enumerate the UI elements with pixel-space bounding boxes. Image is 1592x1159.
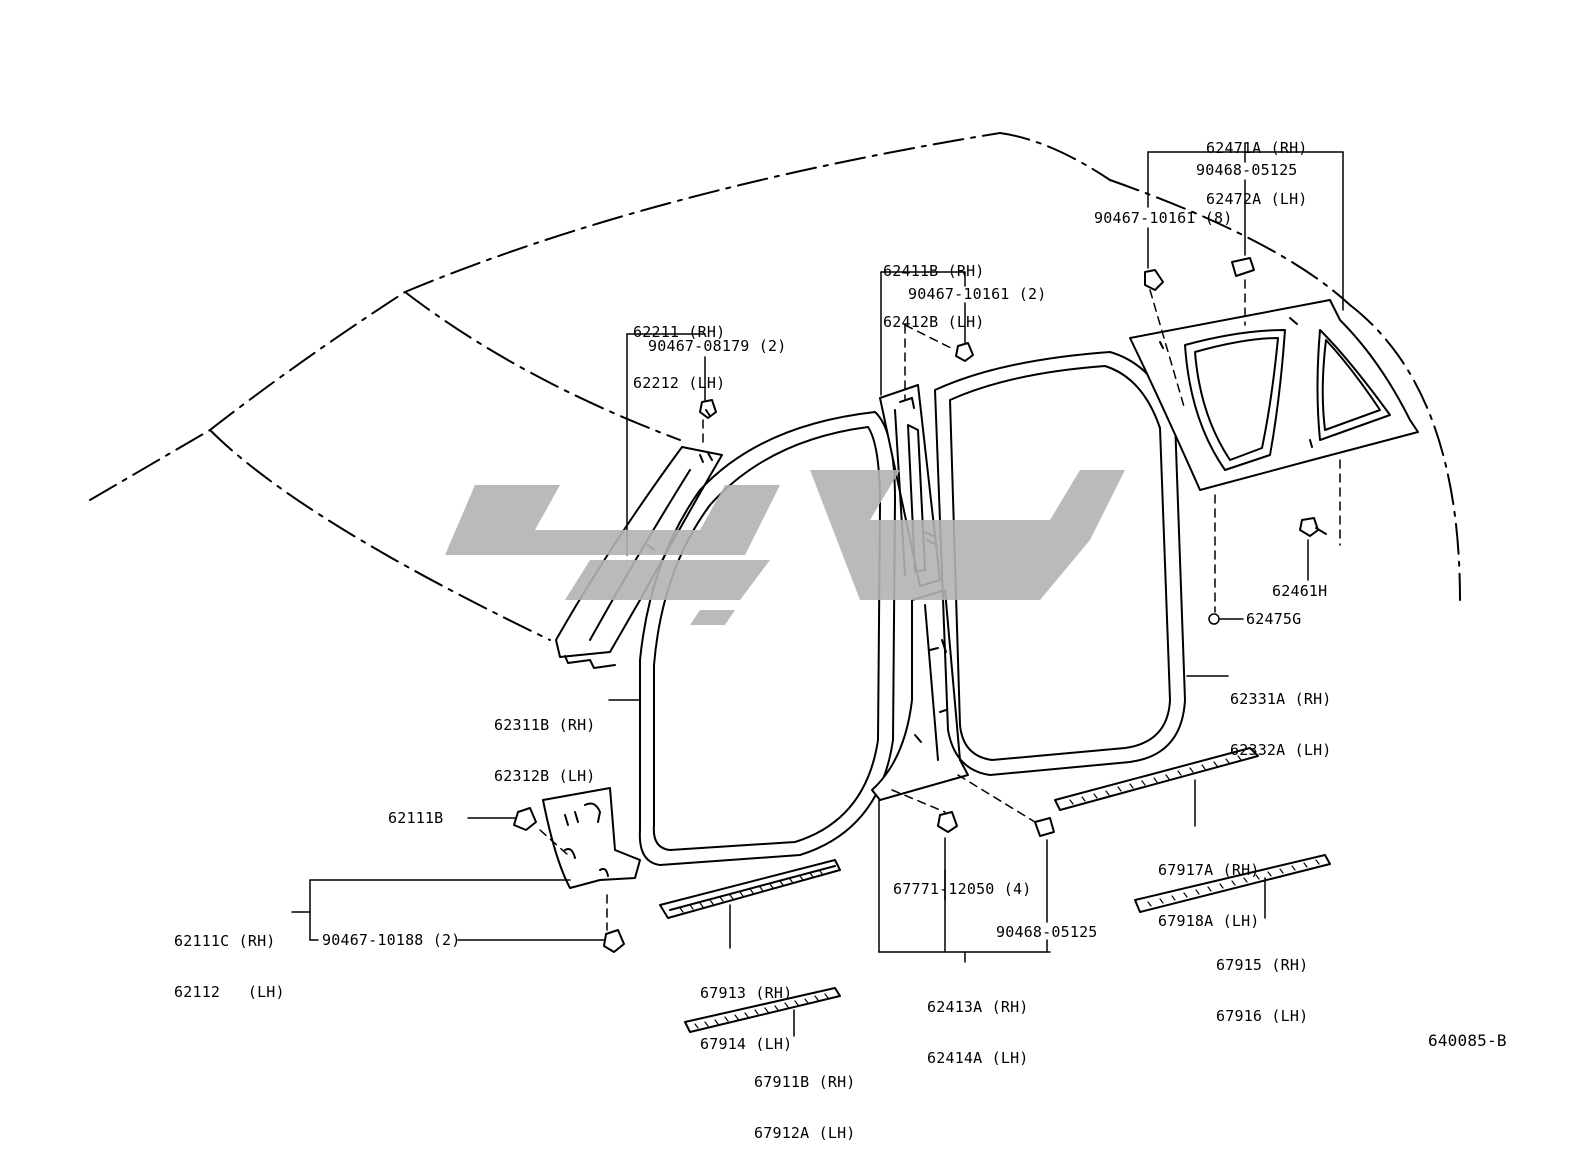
assembly-lines xyxy=(539,279,1341,931)
label-62411: 62411B (RH) 62412B (LH) xyxy=(883,229,985,348)
label-62411-lh: 62412B (LH) xyxy=(883,313,985,331)
label-62211-lh: 62212 (LH) xyxy=(633,374,726,392)
label-90467-10161-8: 90467-10161 (8) xyxy=(1094,209,1233,227)
label-62413-lh: 62414A (LH) xyxy=(927,1049,1029,1067)
label-62471: 62471A (RH) 62472A (LH) xyxy=(1206,106,1308,225)
front-scuff-plate-lower xyxy=(684,987,841,1033)
label-62461H: 62461H xyxy=(1272,582,1328,600)
clip-67771-12050 xyxy=(937,811,958,833)
label-62211: 62211 (RH) 62212 (LH) xyxy=(633,290,725,409)
clip-90467-10188 xyxy=(603,929,625,953)
clip-90467-08179 xyxy=(699,399,717,419)
label-67917-lh: 67918A (LH) xyxy=(1158,912,1260,930)
label-90467-10188: 90467-10188 (2) xyxy=(322,931,461,949)
rear-scuff-plate-ribs xyxy=(1069,755,1242,805)
label-62311-rh: 62311B (RH) xyxy=(494,716,596,734)
label-67913-lh: 67914 (LH) xyxy=(700,1035,793,1053)
label-62411-rh: 62411B (RH) xyxy=(883,262,985,280)
label-62111C: 62111C (RH) 62112 (LH) xyxy=(174,899,285,1018)
label-62111C-rh: 62111C (RH) xyxy=(174,932,276,950)
diagram-drawing xyxy=(89,132,1461,1037)
label-67915-rh: 67915 (RH) xyxy=(1216,956,1309,974)
label-67913: 67913 (RH) 67914 (LH) xyxy=(700,951,792,1070)
label-62471-rh: 62471A (RH) xyxy=(1206,139,1308,157)
label-67911: 67911B (RH) 67912A (LH) xyxy=(754,1040,856,1159)
label-62331-lh: 62332A (LH) xyxy=(1230,741,1332,759)
label-62111C-lh: 62112 (LH) xyxy=(174,983,285,1001)
roof-outline xyxy=(89,132,1461,641)
label-62471-lh: 62472A (LH) xyxy=(1206,190,1308,208)
clip-90467-10161-8 xyxy=(1144,269,1164,291)
label-67913-rh: 67913 (RH) xyxy=(700,984,793,1002)
clip-90467-10161-2 xyxy=(955,342,974,362)
plug-62475G xyxy=(1208,613,1220,625)
label-62413-rh: 62413A (RH) xyxy=(927,998,1029,1016)
label-90468-05125-bottom: 90468-05125 xyxy=(996,923,1098,941)
label-67917-rh: 67917A (RH) xyxy=(1158,861,1260,879)
clip-90468-05125-top xyxy=(1231,257,1255,277)
clip-62111B xyxy=(513,807,537,831)
label-62211-rh: 62211 (RH) xyxy=(633,323,726,341)
watermark-logo xyxy=(445,470,1125,625)
label-67917: 67917A (RH) 67918A (LH) xyxy=(1158,828,1260,947)
figure-code: 640085-B xyxy=(1428,1031,1507,1050)
label-62413: 62413A (RH) 62414A (LH) xyxy=(927,965,1029,1084)
a-pillar-garnish xyxy=(555,446,723,669)
label-67911-rh: 67911B (RH) xyxy=(754,1073,856,1091)
cowl-side-trim xyxy=(542,787,641,889)
quarter-trim-panel xyxy=(1129,299,1419,491)
label-62331: 62331A (RH) 62332A (LH) xyxy=(1230,657,1332,776)
label-62475G: 62475G xyxy=(1246,610,1302,628)
label-90468-05125-top: 90468-05125 xyxy=(1196,161,1298,179)
label-67911-lh: 67912A (LH) xyxy=(754,1124,856,1142)
clip-90468-05125-bottom xyxy=(1034,817,1055,837)
rear-scuff-plate-lower xyxy=(1134,854,1331,913)
label-62111B: 62111B xyxy=(388,809,444,827)
label-90467-08179: 90467-08179 (2) xyxy=(648,337,787,355)
front-scuff-plate-ribs xyxy=(679,870,824,913)
label-62311-lh: 62312B (LH) xyxy=(494,767,596,785)
rear-scuff-plate-lower-ribs xyxy=(1147,859,1320,907)
label-62331-rh: 62331A (RH) xyxy=(1230,690,1332,708)
front-scuff-plate-lower-ribs xyxy=(694,993,829,1029)
label-62311: 62311B (RH) 62312B (LH) xyxy=(494,683,596,802)
label-67915: 67915 (RH) 67916 (LH) xyxy=(1216,923,1308,1042)
label-67771-12050: 67771-12050 (4) xyxy=(893,880,1032,898)
rear-scuff-plate xyxy=(1054,747,1259,811)
leader-lines xyxy=(291,142,1344,1037)
clip-62461H xyxy=(1299,517,1327,537)
label-67915-lh: 67916 (LH) xyxy=(1216,1007,1309,1025)
label-90467-10161-2: 90467-10161 (2) xyxy=(908,285,1047,303)
parts-diagram: 62471A (RH) 62472A (LH) 90468-05125 9046… xyxy=(89,106,1507,1142)
